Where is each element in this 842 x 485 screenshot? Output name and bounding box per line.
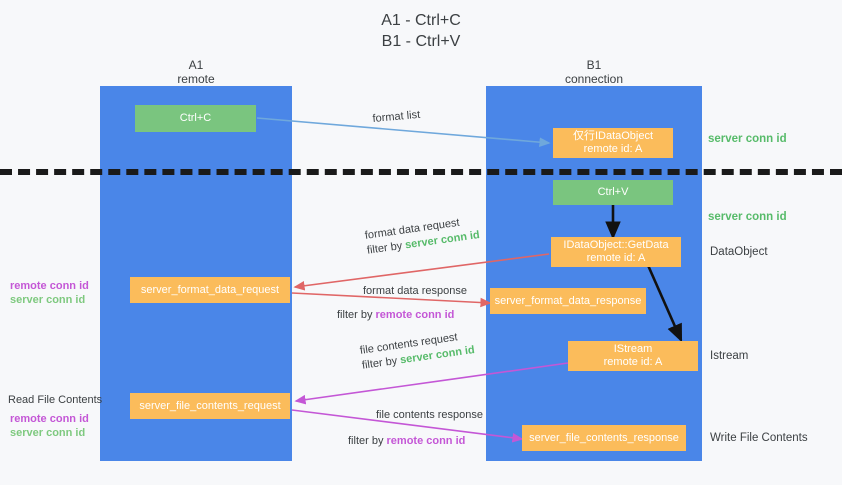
box-server-format-data-request[interactable]: server_format_data_request bbox=[130, 277, 290, 303]
annotation-format-data-request: format data request filter by server con… bbox=[364, 213, 481, 259]
box-idataobject-getdata[interactable]: IDataObject::GetData remote id: A bbox=[551, 237, 681, 267]
box-server-format-data-response[interactable]: server_format_data_response bbox=[490, 288, 646, 314]
box-idataobject-title: 仅行IDataObject bbox=[572, 130, 654, 142]
box-ctrl-c[interactable]: Ctrl+C bbox=[135, 105, 256, 132]
annotation-format-data-response: format data response filter by remote co… bbox=[337, 284, 467, 323]
left-label-server-conn-id-1: server conn id bbox=[10, 294, 86, 306]
right-label-dataobject: DataObject bbox=[710, 246, 768, 258]
annotation-file-contents-response: file contents response filter by remote … bbox=[348, 408, 484, 449]
annotation-format-list: format list bbox=[372, 108, 421, 125]
lane-title-a1: A1 bbox=[188, 58, 204, 72]
box-server-format-data-response-label: server_format_data_response bbox=[494, 294, 642, 307]
left-label-remote-conn-id-2: remote conn id bbox=[10, 413, 89, 425]
left-label-remote-conn-id-1: remote conn id bbox=[10, 280, 89, 292]
annotation-file-contents-response-line1: file contents response bbox=[376, 409, 484, 421]
box-istream-title: IStream bbox=[613, 343, 653, 355]
right-label-server-conn-id-top: server conn id bbox=[708, 133, 787, 145]
lane-subtitle-a1: remote bbox=[177, 72, 215, 86]
right-label-server-conn-id-mid: server conn id bbox=[708, 211, 787, 223]
filter-value-remote-conn-id: remote conn id bbox=[386, 435, 466, 447]
box-ctrl-c-label: Ctrl+C bbox=[179, 112, 212, 124]
filter-by-prefix: filter by bbox=[361, 354, 402, 372]
filter-by-prefix: filter by bbox=[366, 239, 407, 257]
filter-value-remote-conn-id: remote conn id bbox=[375, 309, 455, 321]
box-istream-subtitle: remote id: A bbox=[603, 356, 663, 368]
box-ctrl-v[interactable]: Ctrl+V bbox=[553, 180, 673, 205]
box-getdata-title: IDataObject::GetData bbox=[563, 239, 669, 251]
filter-by-prefix: filter by bbox=[348, 435, 387, 447]
right-label-istream: Istream bbox=[710, 350, 749, 362]
box-server-file-contents-request[interactable]: server_file_contents_request bbox=[130, 393, 290, 419]
left-label-read-file-contents: Read File Contents bbox=[8, 394, 103, 406]
box-server-file-contents-response[interactable]: server_file_contents_response bbox=[522, 425, 686, 451]
box-server-file-contents-request-label: server_file_contents_request bbox=[139, 399, 281, 412]
box-getdata-subtitle: remote id: A bbox=[586, 252, 646, 264]
annotation-file-contents-request: file contents request filter by server c… bbox=[359, 328, 476, 374]
annotation-file-contents-response-line2: filter by remote conn id bbox=[348, 434, 483, 449]
lane-title-b1: B1 bbox=[586, 58, 602, 72]
box-server-file-contents-response-label: server_file_contents_response bbox=[529, 431, 679, 444]
annotation-format-data-response-line1: format data response bbox=[363, 285, 467, 297]
left-label-server-conn-id-2: server conn id bbox=[10, 427, 86, 439]
lane-header-a1: A1 remote bbox=[100, 58, 292, 86]
filter-by-prefix: filter by bbox=[337, 309, 376, 321]
page-title: A1 - Ctrl+C B1 - Ctrl+V bbox=[381, 12, 461, 50]
lane-header-b1: B1 connection bbox=[486, 58, 702, 86]
lane-subtitle-b1: connection bbox=[564, 72, 624, 86]
right-label-write-file-contents: Write File Contents bbox=[710, 432, 808, 444]
divider-dashed-line bbox=[0, 169, 842, 175]
box-idataobject-subtitle: remote id: A bbox=[583, 143, 643, 155]
box-istream[interactable]: IStream remote id: A bbox=[568, 341, 698, 371]
annotation-format-data-response-line2: filter by remote conn id bbox=[337, 308, 467, 323]
box-idataobject[interactable]: 仅行IDataObject remote id: A bbox=[553, 128, 673, 158]
box-server-format-data-request-label: server_format_data_request bbox=[140, 283, 280, 296]
box-ctrl-v-label: Ctrl+V bbox=[597, 186, 629, 198]
